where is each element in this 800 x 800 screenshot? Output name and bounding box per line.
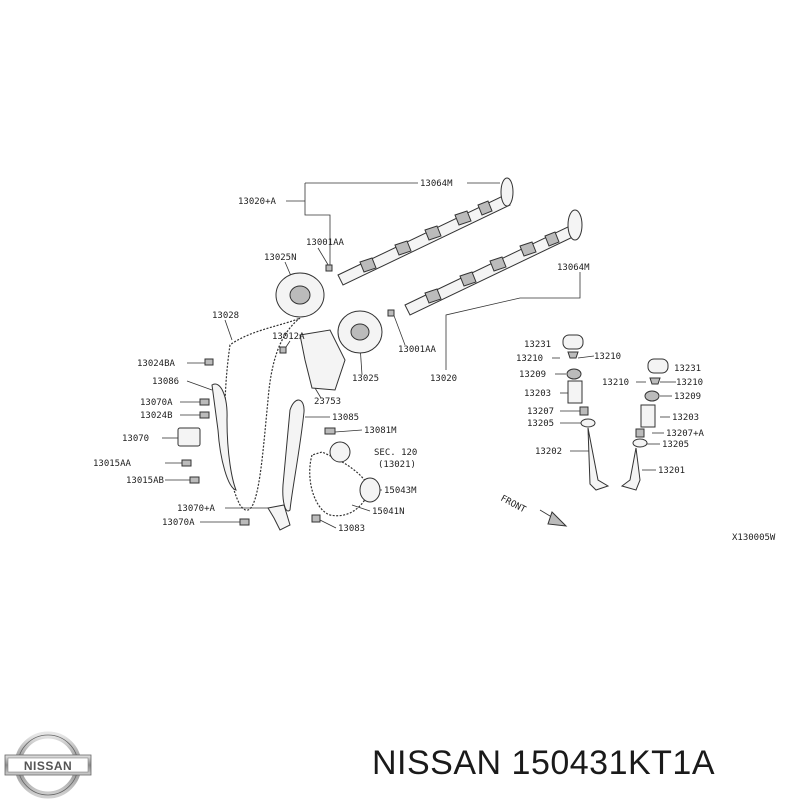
label-13210-left-2: 13210 — [594, 352, 621, 362]
label-13085: 13085 — [332, 413, 359, 423]
label-13231-left: 13231 — [524, 340, 551, 350]
label-13081m: 13081M — [364, 426, 397, 436]
leader-13081m — [334, 429, 363, 433]
label-13210-right-1: 13210 — [602, 378, 629, 388]
leader-13001aa-mid — [392, 312, 406, 346]
label-15043m: 15043M — [384, 486, 417, 496]
leader-13064m-right — [445, 272, 581, 370]
label-13021: (13021) — [378, 460, 416, 470]
chain-guide — [282, 399, 305, 512]
chain-tensioner — [177, 427, 201, 447]
valve-lifter-right — [647, 358, 669, 374]
label-13001aa-top: 13001AA — [306, 238, 345, 248]
part-number-caption: NISSAN 150431KT1A — [372, 744, 716, 782]
label-13020: 13020 — [430, 374, 457, 384]
label-13086: 13086 — [152, 377, 179, 387]
label-13202: 13202 — [535, 447, 562, 457]
leader-13020a — [304, 183, 331, 270]
label-13001aa-mid: 13001AA — [398, 345, 437, 355]
camshaft-lower — [404, 209, 583, 316]
oil-pump-sprocket — [359, 477, 381, 503]
valve-lifter-left — [562, 334, 584, 350]
tensioner-arm — [211, 383, 237, 491]
leader-13210-l2 — [577, 355, 595, 359]
label-13020a: 13020+A — [238, 197, 277, 207]
bolts — [181, 264, 395, 526]
valve-spring-right — [640, 404, 656, 428]
leader-13086 — [186, 380, 213, 391]
label-front: FRONT — [499, 494, 528, 516]
label-13070a-plus: 13070+A — [177, 504, 216, 514]
leader-15041n — [351, 504, 371, 512]
label-13209-right: 13209 — [674, 392, 701, 402]
label-13025n: 13025N — [264, 253, 297, 263]
label-13231-right: 13231 — [674, 364, 701, 374]
nissan-logo-text: NISSAN — [24, 759, 72, 773]
label-13203-left: 13203 — [524, 389, 551, 399]
leader-lines — [162, 182, 676, 529]
label-13024ba: 13024BA — [137, 359, 176, 369]
label-13028: 13028 — [212, 311, 239, 321]
label-13012a: 13012A — [272, 332, 305, 342]
label-13083: 13083 — [338, 524, 365, 534]
label-13015ab: 13015AB — [126, 476, 164, 486]
camshaft-upper — [337, 177, 514, 286]
cam-sprocket-13025 — [337, 310, 383, 354]
label-13205-right: 13205 — [662, 440, 689, 450]
front-arrow-icon — [539, 509, 568, 527]
label-13015aa: 13015AA — [93, 459, 132, 469]
camshaft-upper-sprocket — [500, 177, 514, 207]
leader-23753 — [314, 387, 322, 399]
nissan-logo: NISSAN — [4, 731, 92, 799]
part-labels: 13064M 13020+A 13001AA 13025N 13064M 130… — [93, 179, 776, 543]
valve-train-left — [562, 334, 610, 491]
valve-spring-left — [567, 380, 583, 404]
label-13203-right: 13203 — [672, 413, 699, 423]
label-13070a: 13070A — [140, 398, 173, 408]
leader-13028 — [224, 319, 233, 341]
valve-intake — [620, 447, 641, 491]
label-13209-left: 13209 — [519, 370, 546, 380]
label-13070a-2: 13070A — [162, 518, 195, 528]
label-13201: 13201 — [658, 466, 685, 476]
label-13025: 13025 — [352, 374, 379, 384]
cam-sprocket-13025n — [275, 272, 325, 318]
crank-sprocket — [329, 441, 351, 463]
label-13024b: 13024B — [140, 411, 173, 421]
label-sec120: SEC. 120 — [374, 448, 417, 458]
label-drawing-code: X130005W — [732, 533, 776, 543]
label-13207a-right: 13207+A — [666, 429, 705, 439]
label-13070: 13070 — [122, 434, 149, 444]
label-15041n: 15041N — [372, 507, 405, 517]
label-23753: 23753 — [314, 397, 341, 407]
label-13207-left: 13207 — [527, 407, 554, 417]
cam-position-cover — [299, 329, 346, 391]
valve-train-right — [620, 358, 669, 491]
lower-chain-guide — [267, 504, 291, 531]
label-13205-left: 13205 — [527, 419, 554, 429]
label-13064m-top: 13064M — [420, 179, 453, 189]
label-13210-right-2: 13210 — [676, 378, 703, 388]
oil-pump-chain — [309, 451, 371, 517]
valve-exhaust — [587, 427, 610, 491]
label-13210-left-1: 13210 — [516, 354, 543, 364]
label-13064m-right: 13064M — [557, 263, 590, 273]
camshaft-lower-sprocket — [567, 209, 583, 241]
